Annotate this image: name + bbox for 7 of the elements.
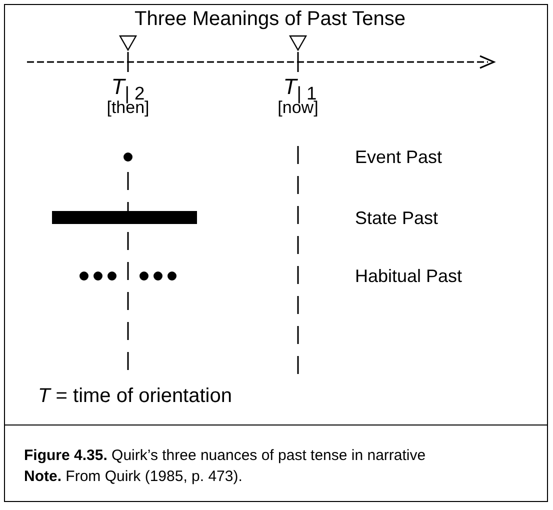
- row-label: Event Past: [355, 147, 442, 168]
- legend-note: T = time of orientation: [38, 385, 232, 408]
- row-label: Habitual Past: [355, 266, 462, 287]
- figure-caption: Figure 4.35. Quirk’s three nuances of past tense in narrative: [24, 447, 426, 464]
- diagram-title: Three Meanings of Past Tense: [134, 8, 406, 31]
- row-label: State Past: [355, 208, 438, 229]
- source-note: Note. From Quirk (1985, p. 473).: [24, 468, 242, 485]
